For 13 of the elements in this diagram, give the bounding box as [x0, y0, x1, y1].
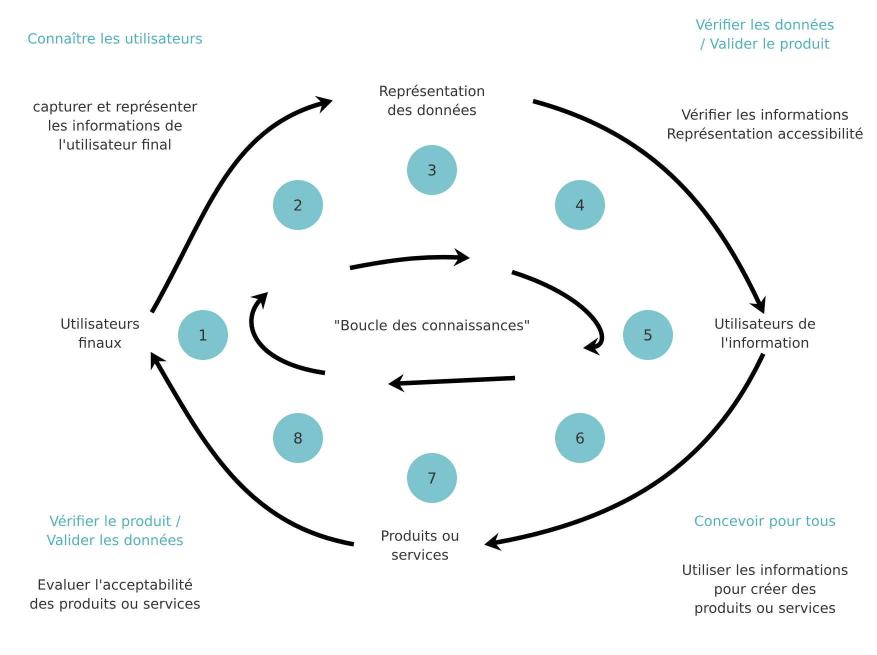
heading: Concevoir pour tous — [694, 515, 836, 529]
node-label: Utilisateurs finaux — [62, 318, 139, 348]
heading: Vérifier le produit / Valider les données — [46, 514, 183, 546]
node-label: Produits ou services — [382, 530, 458, 560]
loop-title: "Boucle des connaissances" — [335, 320, 529, 330]
node-label: Représentation des données — [380, 84, 484, 116]
description-text: Utiliser les informations pour créer des produits ou services — [683, 564, 848, 616]
heading: Connaître les utilisateurs — [28, 32, 202, 44]
node-label: Utilisateurs de l'information — [716, 318, 815, 348]
heading: Vérifier les données / Valider le produit — [696, 18, 834, 52]
description-text: Vérifier les informations Représentation accessibilité — [668, 108, 863, 142]
description-text: Evaluer l'acceptabilité des produits ou services — [30, 578, 200, 612]
description-text: capturer et représenter les informations de l'utilisateur final — [34, 100, 198, 150]
